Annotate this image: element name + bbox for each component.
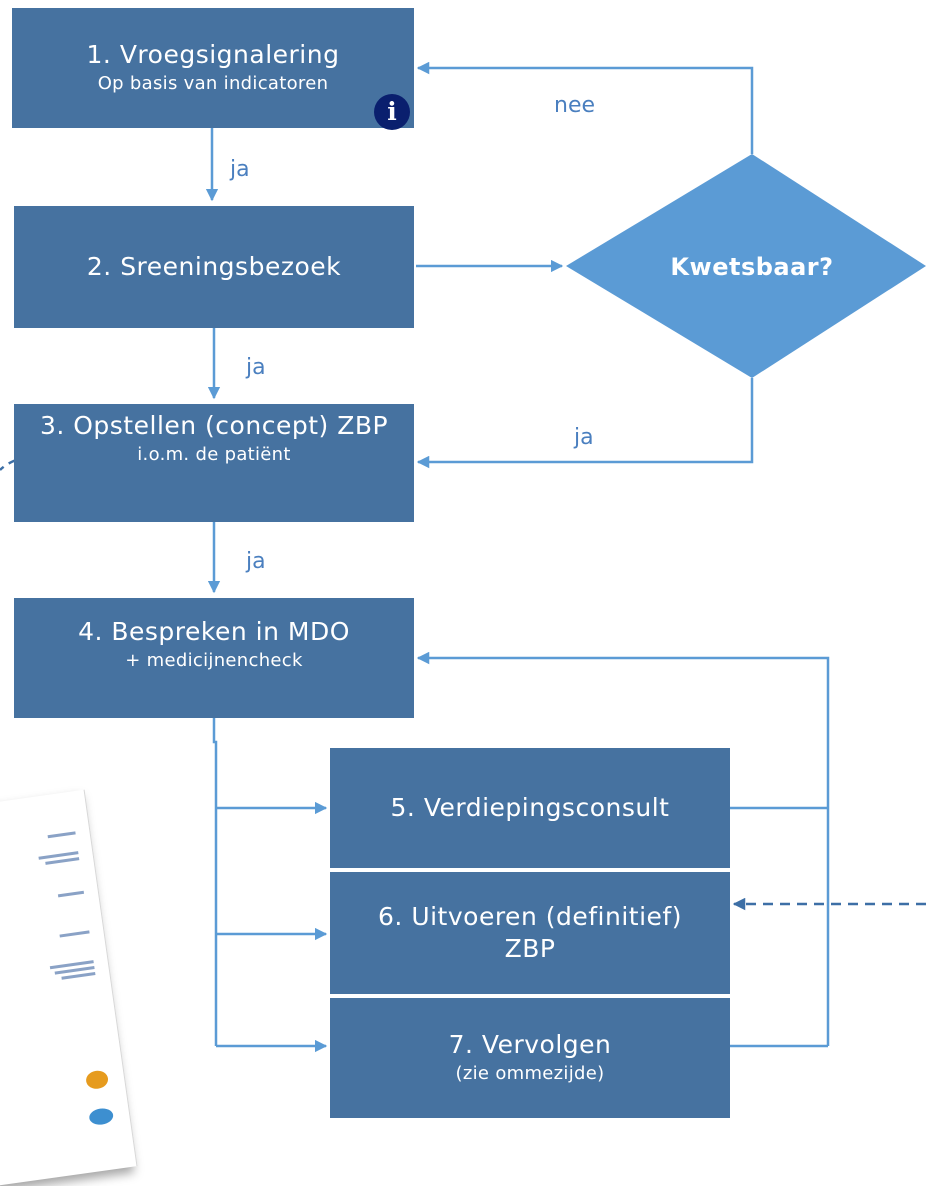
edge-4-branch <box>212 718 218 1046</box>
edge-label-1-2: ja <box>229 157 250 182</box>
edge-label-yes: ja <box>573 425 594 450</box>
step-2-title: 2. Sreeningsbezoek <box>86 252 342 281</box>
step-4-subtitle: + medicijnencheck <box>125 650 303 671</box>
edge-feedback-to-4 <box>416 651 830 1046</box>
step-5-box: 5. Verdiepingsconsult <box>330 748 730 868</box>
step-4-box: 4. Bespreken in MDO + medicijnencheck <box>14 598 414 718</box>
step-4-title: 4. Bespreken in MDO <box>78 617 350 646</box>
step-1-box: 1. Vroegsignalering Op basis van indicat… <box>12 8 414 128</box>
step-6-box: 6. Uitvoeren (definitief) ZBP <box>330 872 730 994</box>
step-3-subtitle: i.o.m. de patiënt <box>137 444 291 465</box>
edge-label-no: nee <box>554 93 595 118</box>
step-2-box: 2. Sreeningsbezoek <box>14 206 414 328</box>
info-icon[interactable]: i <box>374 94 410 130</box>
decision-label: Kwetsbaar? <box>670 253 833 281</box>
edge-label-3-4: ja <box>245 549 266 574</box>
decision-diamond <box>566 154 926 378</box>
step-6-title: 6. Uitvoeren (definitief) <box>378 902 682 931</box>
step-6-title-line2: ZBP <box>504 934 556 963</box>
step-5-title: 5. Verdiepingsconsult <box>390 793 670 822</box>
step-7-subtitle: (zie ommezijde) <box>455 1063 605 1084</box>
edge-decision-yes <box>416 378 754 469</box>
step-7-box: 7. Vervolgen (zie ommezijde) <box>330 998 730 1118</box>
edge-label-2-3: ja <box>245 355 266 380</box>
step-1-title: 1. Vroegsignalering <box>86 40 340 69</box>
edge-decision-no <box>416 61 754 154</box>
step-7-title: 7. Vervolgen <box>448 1030 612 1059</box>
step-3-title: 3. Opstellen (concept) ZBP <box>39 411 389 440</box>
step-3-box: 3. Opstellen (concept) ZBP i.o.m. de pat… <box>14 404 414 522</box>
step-1-subtitle: Op basis van indicatoren <box>97 73 329 94</box>
